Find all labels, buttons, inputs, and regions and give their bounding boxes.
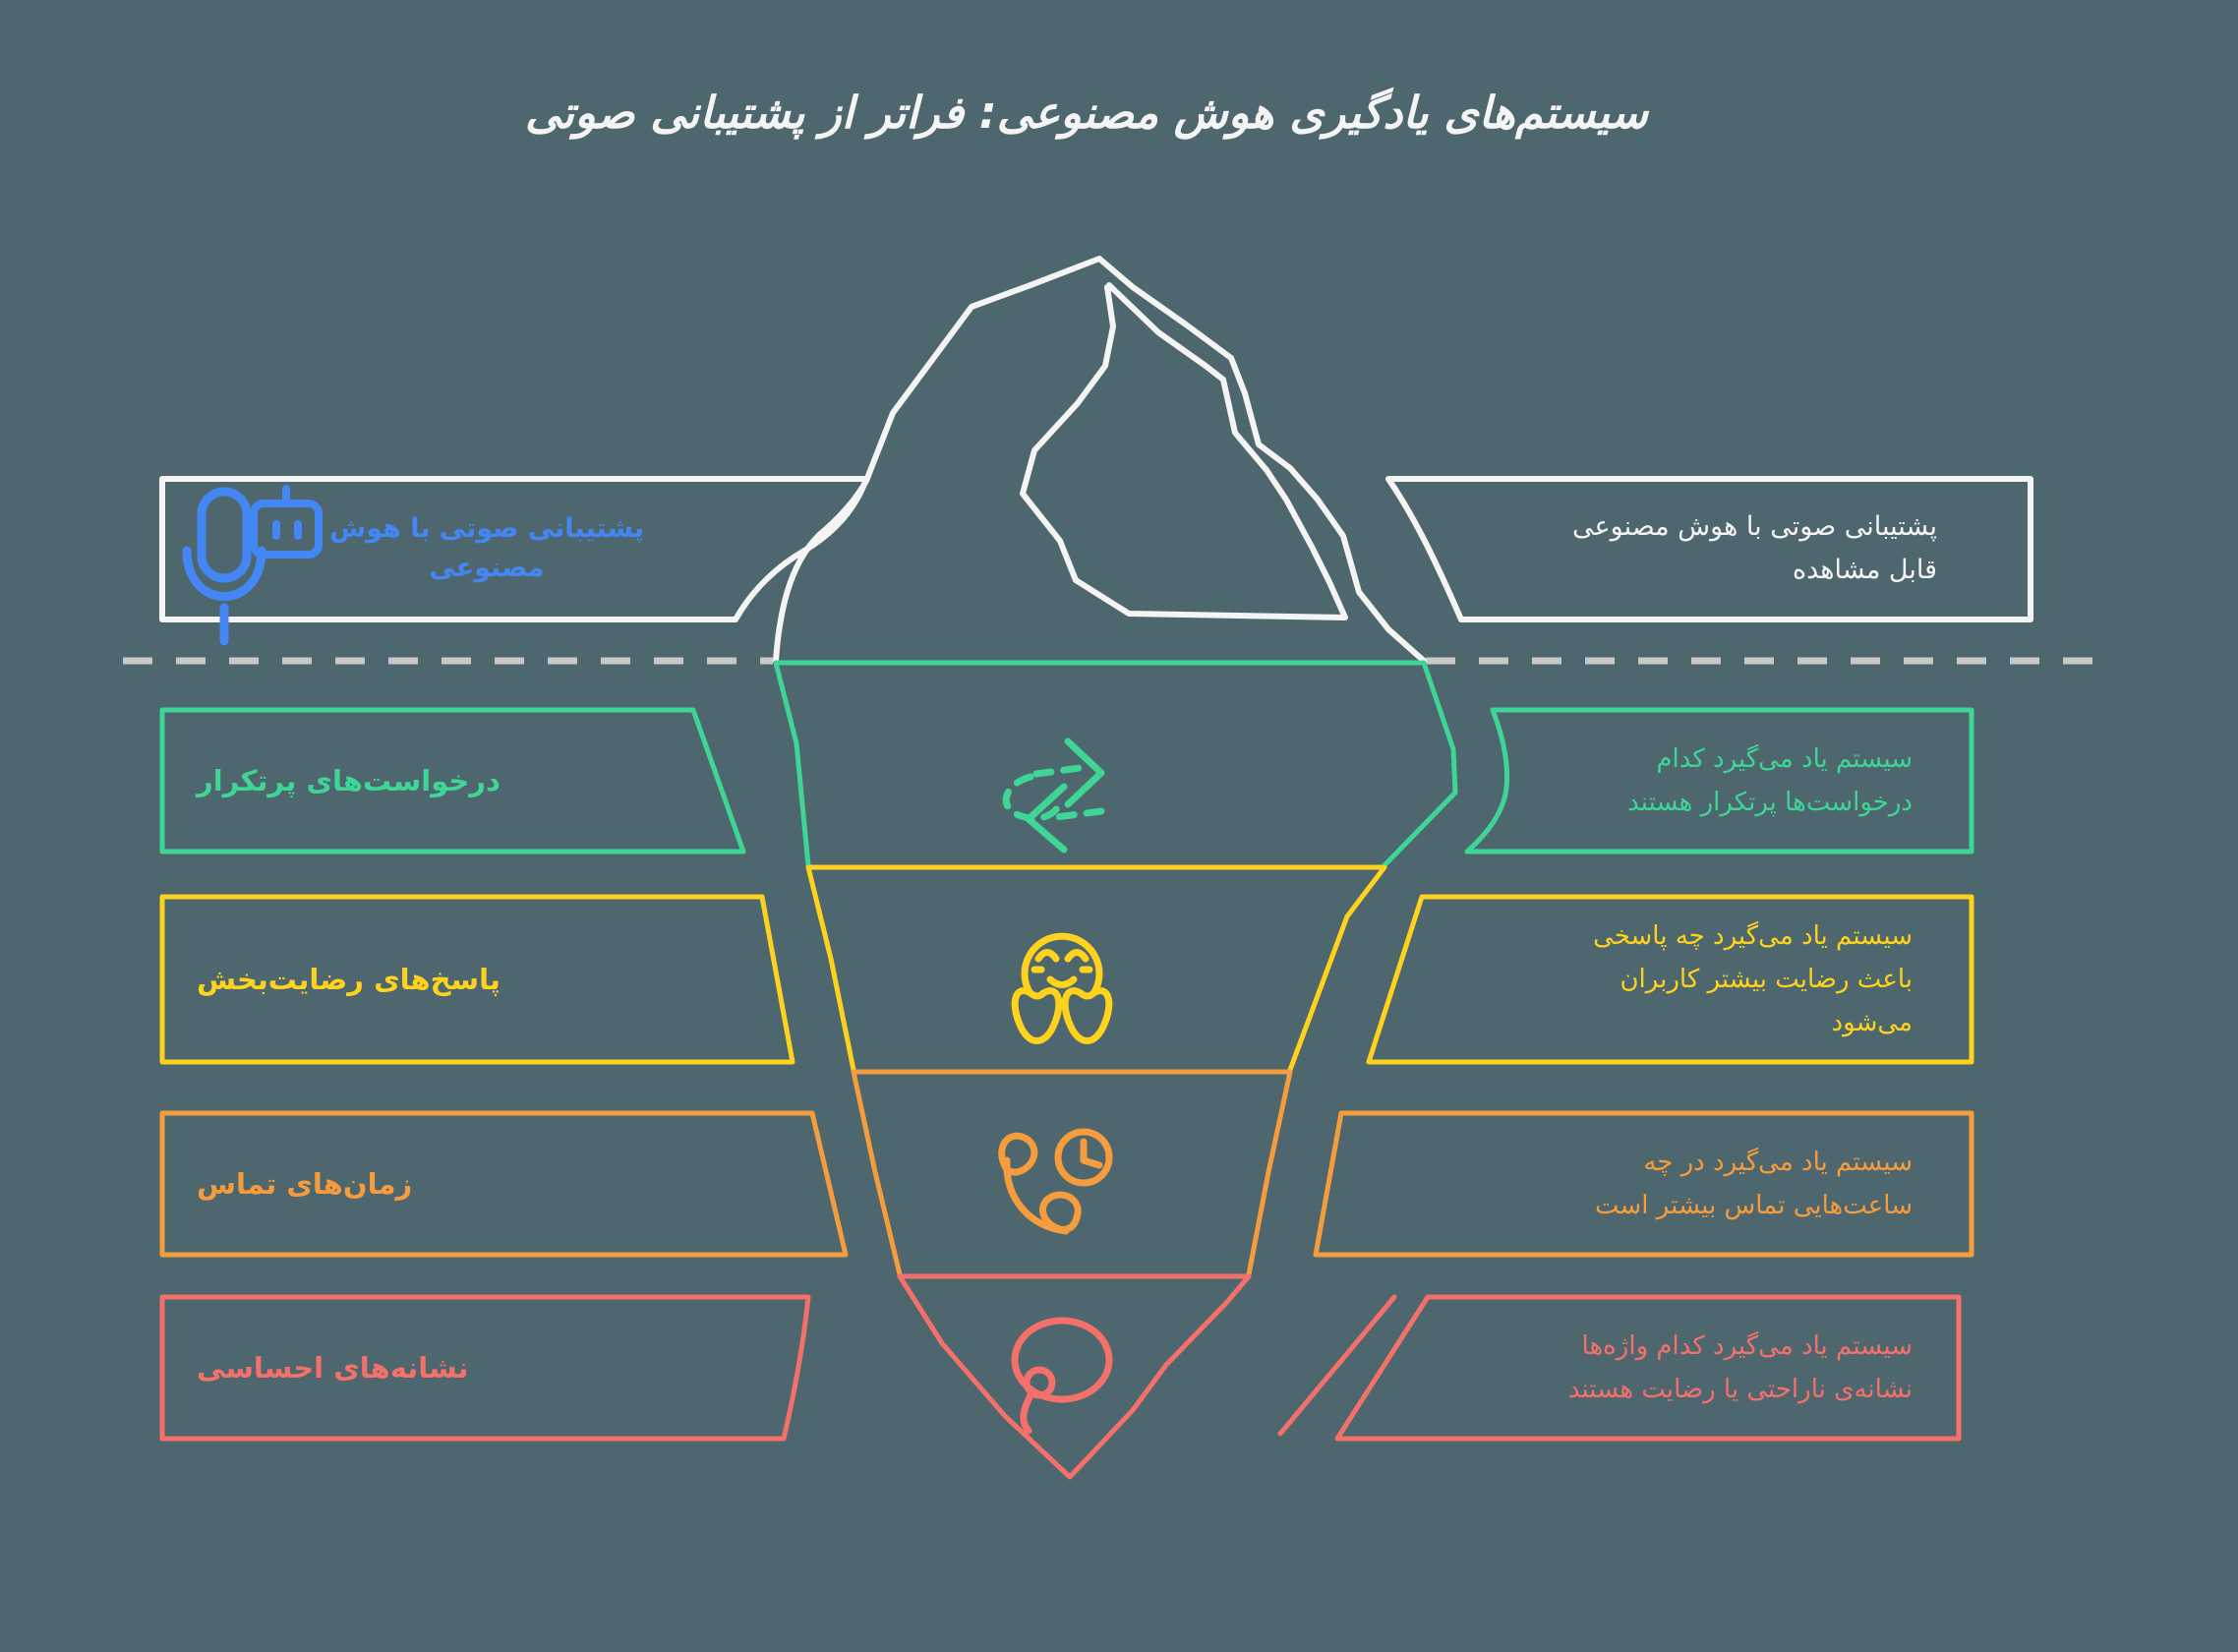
level-call-times <box>159 1069 1974 1277</box>
description-line: درخواست‌ها پرتکرار هستند <box>1627 788 1913 817</box>
phone-clock-icon <box>998 1128 1113 1235</box>
surface-right-note-line1: پشتیبانی صوتی با هوش مصنوعی <box>1572 511 1937 542</box>
speech-bubble-icon <box>1011 1317 1113 1435</box>
level-emotional-signals-description: سیستم یاد می‌گیرد کدام واژه‌ها نشانه‌ی ن… <box>1362 1325 1913 1411</box>
description-line: باعث رضایت بیشتر کاربران <box>1620 965 1913 994</box>
level-frequent-requests-label: درخواست‌های پرتکرار <box>197 764 501 797</box>
level-frequent-requests <box>159 660 1974 868</box>
level-red-left-box <box>159 1294 811 1442</box>
microphone-robot-icon <box>182 485 323 646</box>
surface-layer <box>159 256 2033 664</box>
description-line: ساعت‌هایی تماس بیشتر است <box>1594 1191 1913 1220</box>
level-emotional-signals-label: نشانه‌های احساسی <box>197 1351 469 1385</box>
description-line: سیستم یاد می‌گیرد چه پاسخی <box>1593 921 1913 951</box>
surface-left-label-line1: پشتیبانی صوتی با هوش <box>328 513 645 544</box>
iceberg-outline <box>773 256 1427 664</box>
level-orange-band <box>851 1069 1293 1277</box>
level-yellow-left-box <box>159 894 795 1065</box>
level-satisfying-responses-description: سیستم یاد می‌گیرد چه پاسخی باعث رضایت بی… <box>1362 914 1913 1044</box>
level-yellow-right-box <box>1366 894 1974 1065</box>
surface-right-note: پشتیبانی صوتی با هوش مصنوعی قابل مشاهده <box>1475 505 1937 592</box>
level-call-times-label: زمان‌های تماس <box>197 1167 413 1201</box>
level-frequent-requests-description: سیستم یاد می‌گیرد کدام درخواست‌ها پرتکرا… <box>1362 738 1913 824</box>
surface-right-box <box>1385 476 2033 622</box>
description-line: می‌شود <box>1831 1008 1913 1037</box>
description-line: سیستم یاد می‌گیرد در چه <box>1643 1148 1913 1177</box>
description-line: نشانه‌ی ناراحتی یا رضایت هستند <box>1567 1375 1913 1404</box>
level-orange-left-box <box>159 1110 849 1258</box>
hugging-face-icon <box>1011 932 1113 1044</box>
level-orange-right-box <box>1313 1110 1974 1258</box>
iceberg-inner-ridge <box>1020 282 1348 620</box>
surface-left-box <box>159 476 869 622</box>
level-red-flank-line <box>1277 1294 1397 1437</box>
level-green-right-box <box>1464 707 1974 855</box>
page-title: سیستم‌های یادگیری هوش مصنوعی: فراتر از پ… <box>525 87 1648 139</box>
level-satisfying-responses <box>159 864 1974 1073</box>
surface-left-label-line2: مصنوعی <box>429 553 545 583</box>
level-green-band <box>773 660 1458 868</box>
description-line: سیستم یاد می‌گیرد کدام واژه‌ها <box>1581 1331 1913 1361</box>
description-line: سیستم یاد می‌گیرد کدام <box>1656 744 1913 774</box>
level-yellow-band <box>805 864 1387 1073</box>
level-satisfying-responses-label: پاسخ‌های رضایت‌بخش <box>197 963 501 996</box>
level-emotional-signals <box>159 1273 1962 1480</box>
microphone-icon <box>197 487 252 583</box>
level-red-band <box>897 1273 1252 1480</box>
level-green-left-box <box>159 707 746 855</box>
surface-left-label: پشتیبانی صوتی با هوش مصنوعی <box>324 509 649 588</box>
level-call-times-description: سیستم یاد می‌گیرد در چه ساعت‌هایی تماس ب… <box>1362 1141 1913 1227</box>
repeat-arrows-icon <box>1002 738 1105 854</box>
level-red-right-box <box>1334 1294 1962 1442</box>
surface-right-note-line2: قابل مشاهده <box>1792 555 1937 585</box>
